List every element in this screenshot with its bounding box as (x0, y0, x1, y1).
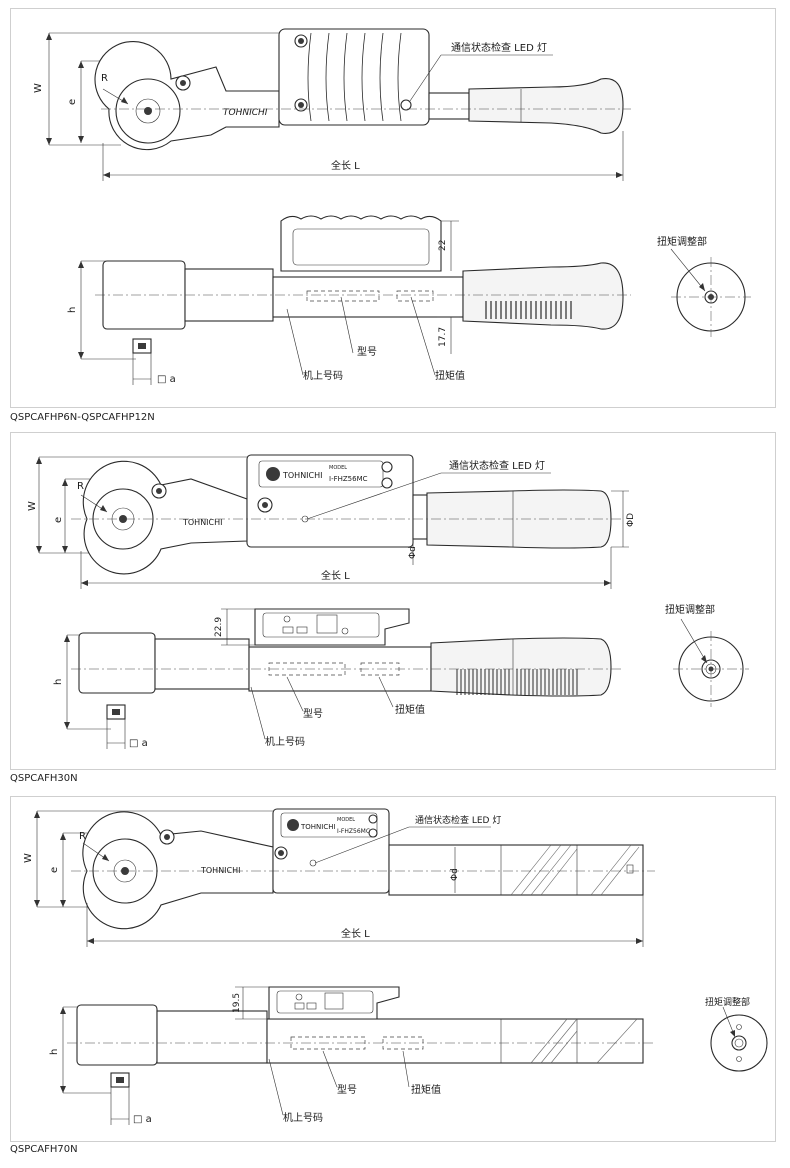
machine-no-label-2: 机上号码 (265, 735, 305, 748)
end-view-2: 扭矩调整部 (665, 603, 749, 707)
dim-phid-3: Φd (450, 868, 460, 881)
panel-qspcafh70n: W e R TOHNICHI TOHNICHI MODEL I-FHZ56MC (10, 796, 776, 1142)
torque-label-2: 扭矩值 (395, 703, 425, 716)
dim-22: 22 (438, 240, 448, 251)
adjust-label-3: 扭矩调整部 (705, 996, 750, 1008)
dim-r-2: R (77, 481, 84, 492)
top-view-3: W e R TOHNICHI TOHNICHI MODEL I-FHZ56MC (23, 808, 655, 947)
drawing-qspcafh70n: W e R TOHNICHI TOHNICHI MODEL I-FHZ56MC (23, 808, 768, 1125)
machine-no-label-1: 机上号码 (303, 369, 343, 382)
dim-h-3: h (49, 1049, 60, 1055)
dim-length-1: 全长 L (331, 159, 360, 172)
model-label-3: 型号 (337, 1083, 357, 1096)
dim-e-3: e (49, 867, 60, 873)
brand-text: TOHNICHI (223, 108, 268, 118)
dim-h-1: h (67, 307, 78, 313)
model-label-2: 型号 (303, 707, 323, 720)
dim-17-7: 17.7 (438, 327, 448, 347)
side-view-3: h 19.5 □ a 型号 扭矩值 机上号码 (49, 986, 655, 1125)
dim-h-2: h (53, 679, 64, 685)
led-label-1: 通信状态检查 LED 灯 (451, 41, 547, 54)
drawing-qspcafhp6n: W e R TOHNICHI 通信状态检查 LED 灯 (33, 28, 751, 385)
side-view-2: h 22.9 (53, 608, 623, 749)
side-view-1: h 22 17.7 □ a (67, 215, 631, 385)
caption-3: QSPCAFH70N (10, 1144, 78, 1155)
model-label-1: 型号 (357, 345, 377, 358)
dim-r: R (101, 73, 108, 84)
led-label-2: 通信状态检查 LED 灯 (449, 459, 545, 472)
top-view-2: W e R TOHNICHI TOHNICHI MODEL I-FHZ56MC … (27, 454, 636, 589)
dim-22-9: 22.9 (214, 617, 224, 637)
display-model-caption-2: MODEL (329, 465, 347, 471)
dim-w: W (33, 83, 44, 93)
dim-a-3: □ a (133, 1114, 152, 1125)
drawing-qspcafh30n: W e R TOHNICHI TOHNICHI MODEL I-FHZ56MC … (27, 454, 749, 749)
adjust-label-1: 扭矩调整部 (657, 235, 707, 248)
dim-19-5: 19.5 (232, 993, 242, 1013)
dim-a-2: □ a (129, 738, 148, 749)
brand-text-2: TOHNICHI (182, 518, 223, 527)
dim-length-2: 全长 L (321, 569, 350, 582)
led-label-3: 通信状态检查 LED 灯 (415, 814, 501, 826)
dim-w-2: W (27, 501, 38, 511)
caption-1: QSPCAFHP6N-QSPCAFHP12N (10, 412, 155, 423)
dim-e: e (67, 99, 78, 105)
torque-label-1: 扭矩值 (435, 369, 465, 382)
dim-e-2: e (53, 517, 64, 523)
machine-no-label-3: 机上号码 (283, 1111, 323, 1124)
panel-qspcafh30n: W e R TOHNICHI TOHNICHI MODEL I-FHZ56MC … (10, 432, 776, 770)
display-model-3: I-FHZ56MC (337, 828, 370, 835)
top-view-1: W e R TOHNICHI 通信状态检查 LED 灯 (33, 28, 631, 181)
end-view-1: 扭矩调整部 (657, 235, 751, 337)
dim-phiD-2: ΦD (626, 513, 636, 527)
dim-length-3: 全长 L (341, 927, 370, 940)
torque-label-3: 扭矩值 (411, 1083, 441, 1096)
dim-r-3: R (79, 831, 86, 842)
end-view-3: 扭矩调整部 (705, 996, 768, 1072)
brand-text-2b: TOHNICHI (282, 471, 323, 480)
panel-qspcafhp6n: W e R TOHNICHI 通信状态检查 LED 灯 (10, 8, 776, 408)
dim-w-3: W (23, 853, 34, 863)
brand-text-3: TOHNICHI (200, 866, 241, 875)
brand-text-3b: TOHNICHI (300, 823, 336, 831)
adjust-label-2: 扭矩调整部 (665, 603, 715, 616)
display-model-2: I-FHZ56MC (329, 475, 368, 483)
display-model-caption-3: MODEL (337, 817, 355, 823)
dim-a-1: □ a (157, 374, 176, 385)
dim-phid-2: Φd (408, 546, 418, 559)
caption-2: QSPCAFH30N (10, 773, 78, 784)
